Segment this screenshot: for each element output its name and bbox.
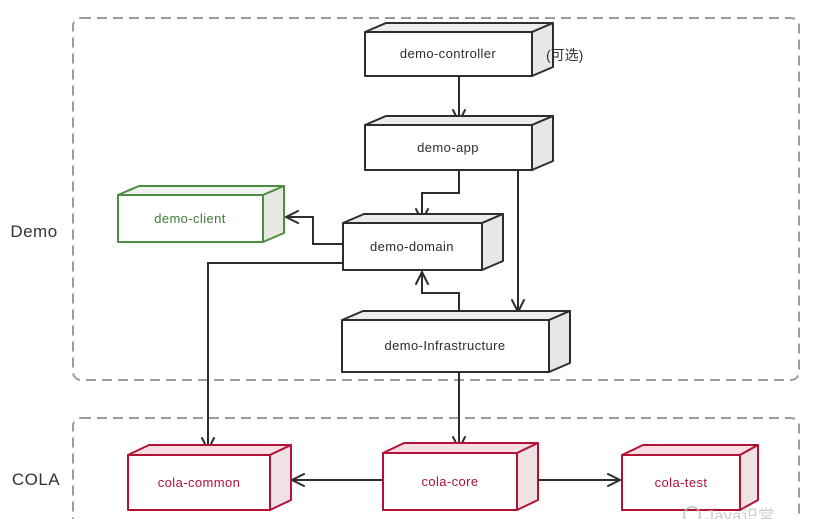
cola-test-label: cola-test xyxy=(655,475,708,490)
edge-demo-app-to-demo-domain xyxy=(422,170,460,220)
demo-infrastructure-front-face xyxy=(341,319,550,373)
cola-group-border xyxy=(72,417,800,519)
cola-common-box: cola-common xyxy=(127,444,292,511)
demo-domain-front-face xyxy=(342,222,483,271)
watermark-logo-icon xyxy=(683,506,701,519)
demo-infrastructure-side-face xyxy=(548,310,571,373)
cola-test-top-face xyxy=(621,444,759,456)
demo-infrastructure-box: demo-Infrastructure xyxy=(341,310,571,373)
demo-client-front-face xyxy=(117,194,264,243)
demo-controller-top-face xyxy=(364,22,554,33)
demo-group-label: Demo xyxy=(10,222,57,241)
cola-test-side-face xyxy=(739,444,759,511)
edge-demo-infrastructure-to-demo-domain xyxy=(422,273,460,320)
cola-common-top-face xyxy=(127,444,292,456)
demo-controller-front-face xyxy=(364,31,533,77)
cola-core-label: cola-core xyxy=(421,474,478,489)
watermark: Java识堂 xyxy=(683,506,775,519)
edge-demo-domain-to-demo-client xyxy=(287,217,343,245)
demo-domain-box: demo-domain xyxy=(342,213,504,271)
demo-client-box: demo-client xyxy=(117,185,285,243)
demo-infrastructure-top-face xyxy=(341,310,571,321)
demo-domain-side-face xyxy=(481,213,504,271)
optional-note: (可选) xyxy=(546,47,583,63)
cola-test-box: cola-test xyxy=(621,444,759,511)
cola-group-label: COLA xyxy=(12,470,60,489)
demo-infrastructure-label: demo-Infrastructure xyxy=(384,338,505,353)
demo-app-box: demo-app xyxy=(364,115,554,171)
demo-domain-top-face xyxy=(342,213,504,224)
edge-demo-domain-to-cola-common xyxy=(208,262,343,449)
demo-domain-label: demo-domain xyxy=(370,239,454,254)
demo-app-side-face xyxy=(531,115,554,171)
cola-test-front-face xyxy=(621,454,741,511)
demo-client-side-face xyxy=(262,185,285,243)
watermark-text: Java识堂 xyxy=(706,507,775,519)
demo-client-top-face xyxy=(117,185,285,196)
cola-common-label: cola-common xyxy=(158,475,240,490)
cola-core-front-face xyxy=(382,452,518,511)
demo-app-front-face xyxy=(364,124,533,171)
demo-controller-box: demo-controller xyxy=(364,22,554,77)
cola-core-box: cola-core xyxy=(382,442,539,511)
demo-group-border xyxy=(72,17,800,381)
cola-core-top-face xyxy=(382,442,539,454)
demo-controller-label: demo-controller xyxy=(400,46,497,61)
cola-common-side-face xyxy=(269,444,292,511)
cola-core-side-face xyxy=(516,442,539,511)
demo-app-label: demo-app xyxy=(417,140,479,155)
demo-client-label: demo-client xyxy=(154,211,226,226)
demo-app-top-face xyxy=(364,115,554,126)
cola-common-front-face xyxy=(127,454,271,511)
